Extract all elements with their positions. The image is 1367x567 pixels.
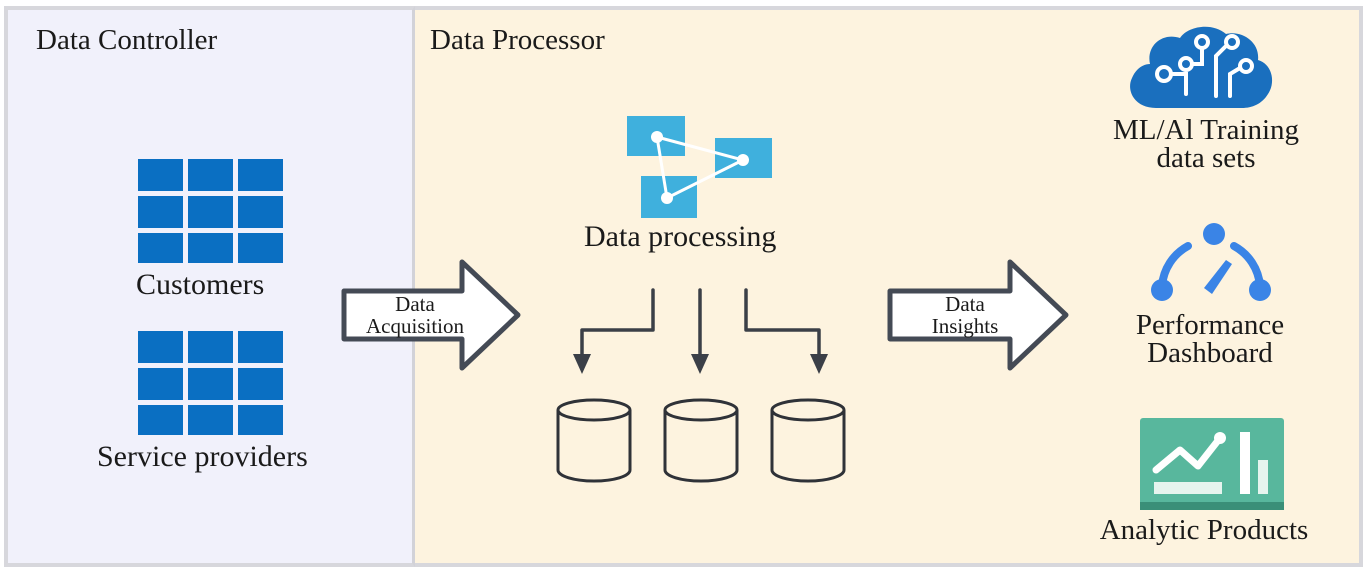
database-icon-1: [556, 398, 632, 483]
service-providers-label: Service providers: [97, 440, 308, 473]
data-acquisition-label: Data Acquisition: [366, 292, 464, 338]
grid-tile: [238, 233, 283, 263]
grid-tile: [238, 368, 283, 400]
data-controller-title: Data Controller: [36, 24, 218, 56]
customers-label: Customers: [136, 268, 265, 301]
grid-tile: [138, 233, 183, 263]
data-processing-icon: [627, 116, 772, 218]
brain-circuit-icon: [1130, 26, 1273, 108]
analytic-products-label: Analytic Products: [1099, 514, 1309, 546]
grid-tile: [188, 405, 233, 435]
customers-grid-icon: [138, 159, 283, 263]
grid-tile: [188, 159, 233, 191]
gauge-icon: [1151, 223, 1271, 301]
grid-tile: [188, 331, 233, 363]
data-controller-panel: [4, 6, 415, 567]
grid-tile: [238, 159, 283, 191]
ml-training-label: ML/Al Training data sets: [1112, 114, 1300, 174]
data-insights-arrow: [887, 259, 1069, 371]
data-insights-label: Data Insights: [931, 292, 999, 338]
grid-tile: [238, 331, 283, 363]
grid-tile: [188, 368, 233, 400]
flow-arrow-left: [580, 288, 655, 358]
grid-tile: [238, 196, 283, 228]
database-icon-3: [770, 398, 846, 483]
database-icon-2: [663, 398, 739, 483]
grid-tile: [138, 405, 183, 435]
data-processing-label: Data processing: [584, 220, 777, 253]
analytics-chart-icon: [1140, 418, 1284, 510]
grid-tile: [238, 405, 283, 435]
service-providers-grid-icon: [138, 331, 283, 435]
flow-arrow-right: [744, 288, 821, 358]
data-acquisition-arrow: [341, 259, 521, 371]
grid-tile: [188, 196, 233, 228]
grid-tile: [138, 159, 183, 191]
processing-flow-arrows: [573, 288, 828, 374]
performance-dashboard-label: Performance Dashboard: [1135, 309, 1285, 369]
grid-tile: [188, 233, 233, 263]
grid-tile: [138, 368, 183, 400]
grid-tile: [138, 196, 183, 228]
data-processor-title: Data Processor: [430, 24, 605, 56]
grid-tile: [138, 331, 183, 363]
